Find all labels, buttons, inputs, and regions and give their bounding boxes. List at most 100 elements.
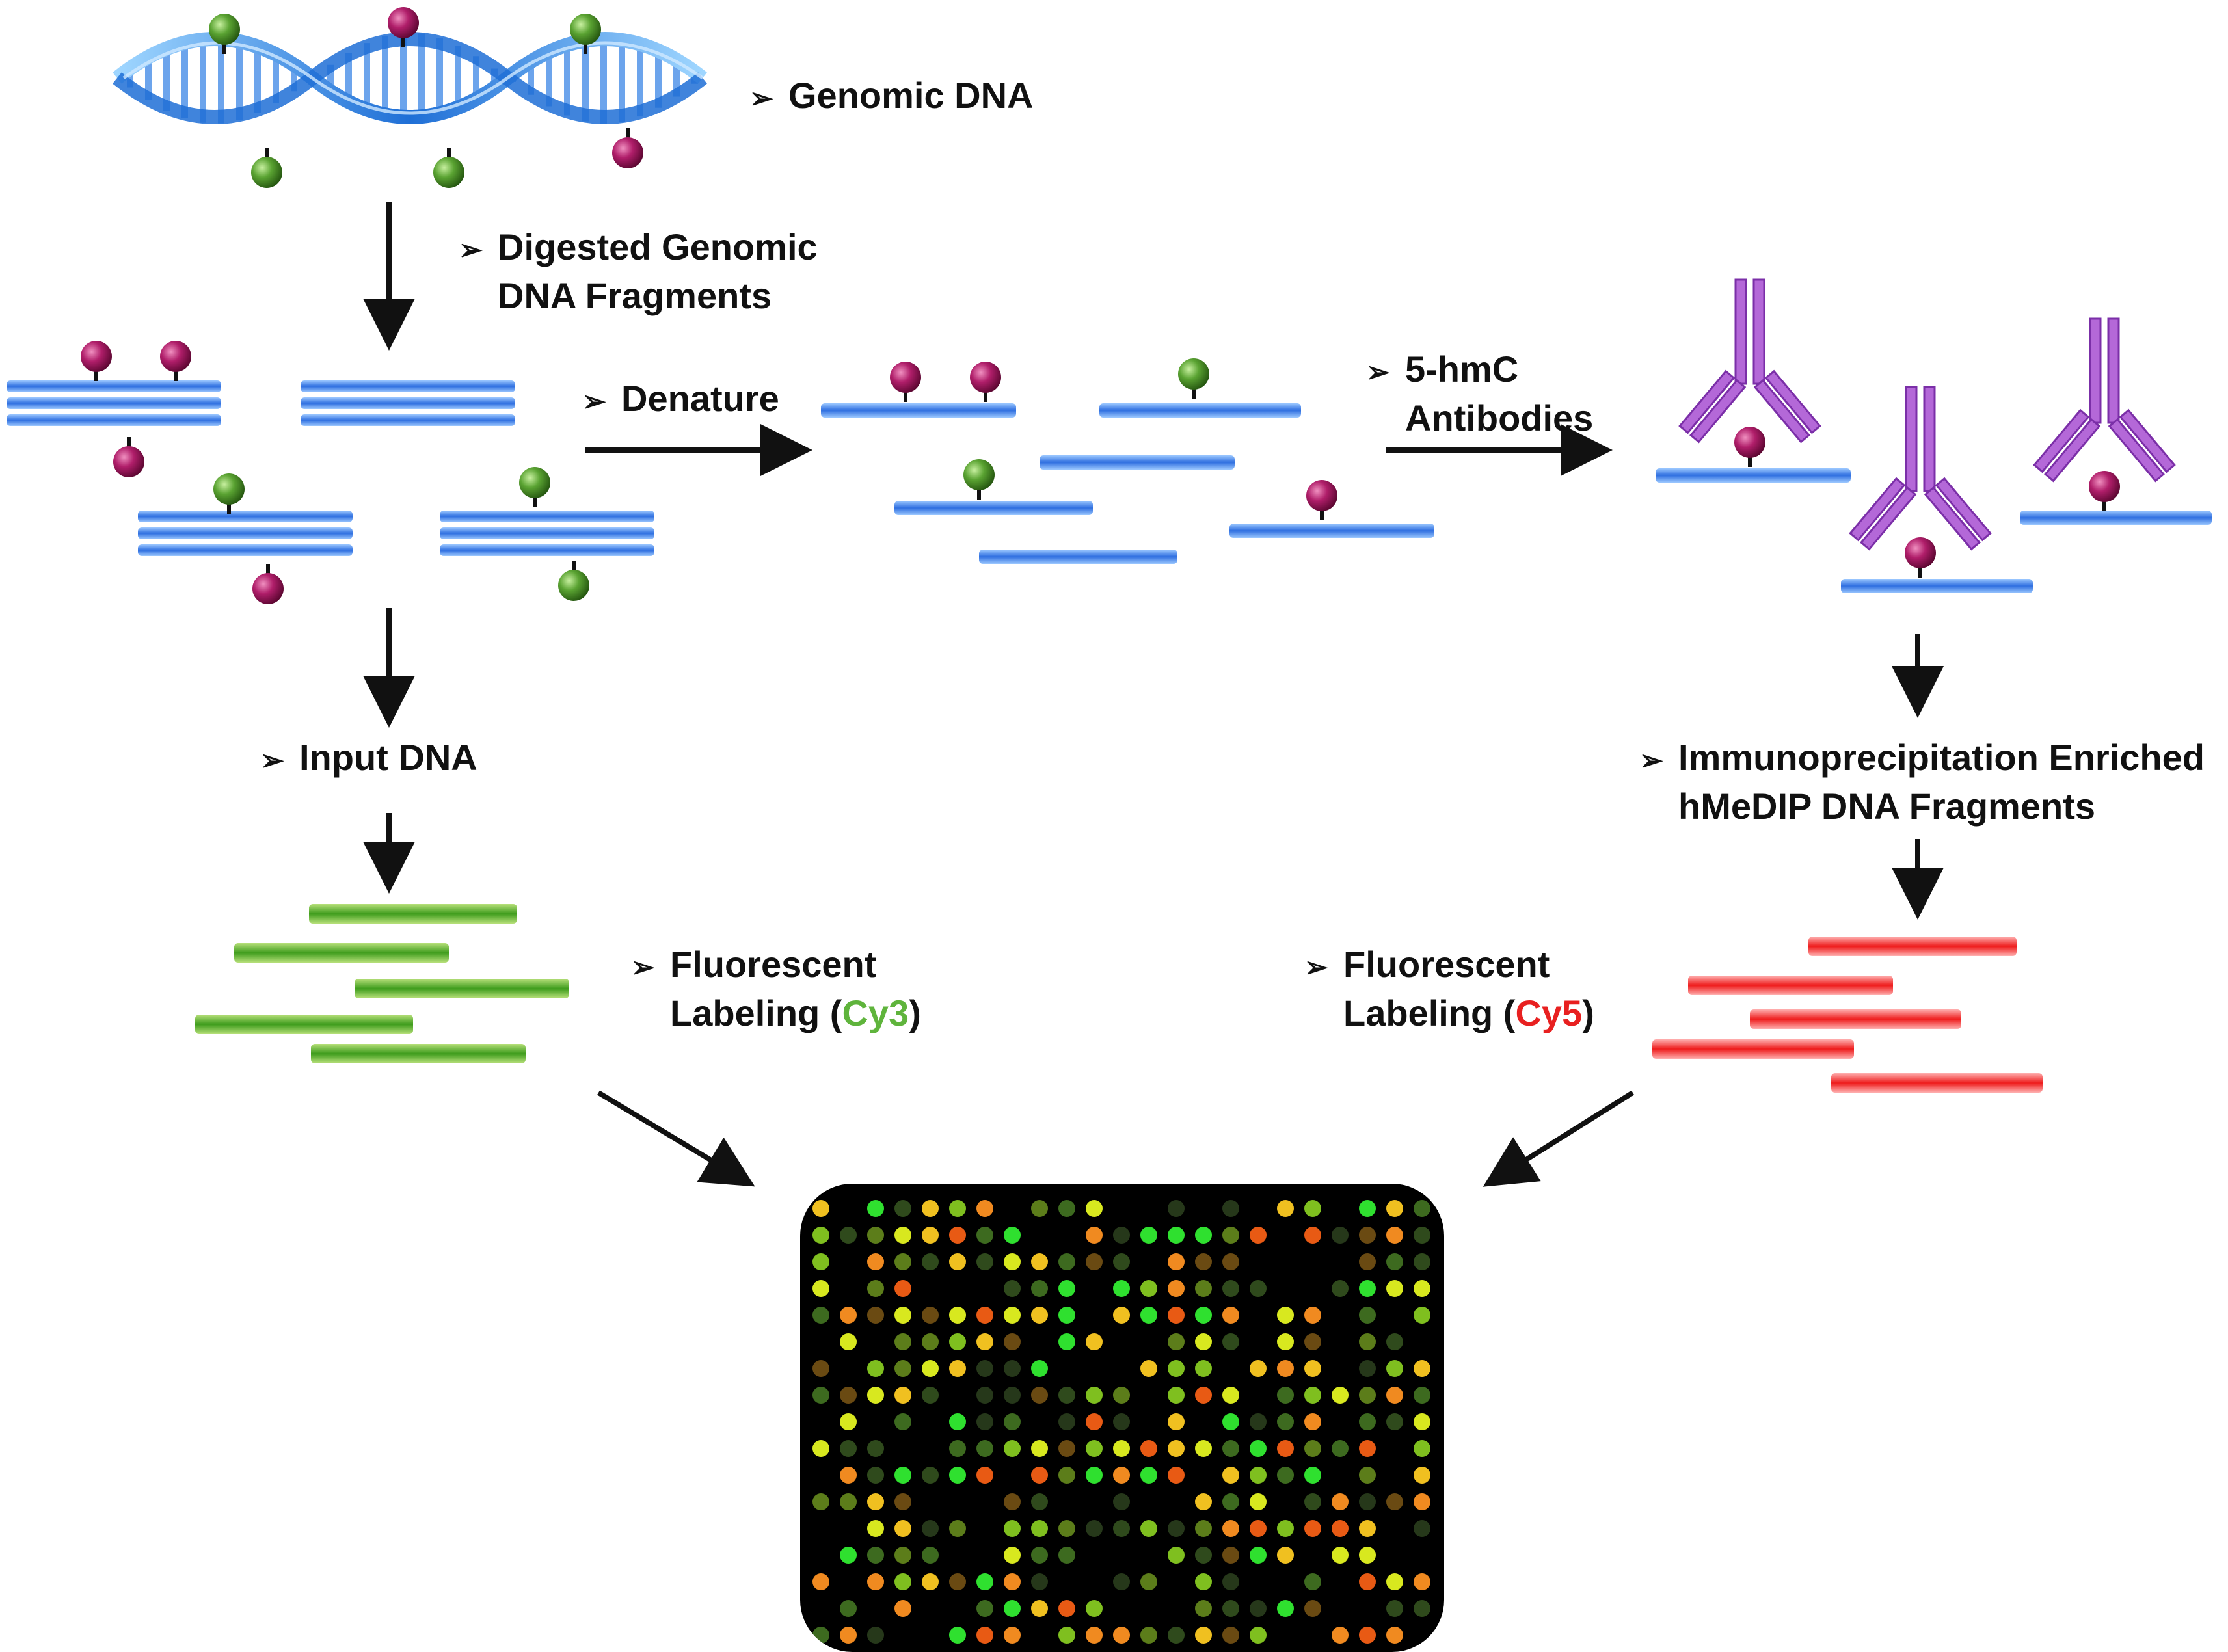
array-spot xyxy=(1168,1227,1185,1244)
array-spot xyxy=(867,1200,884,1217)
array-spot xyxy=(1414,1493,1430,1510)
array-spot xyxy=(1168,1467,1185,1484)
array-spot xyxy=(1140,1627,1157,1644)
bullet-icon: ➢ xyxy=(582,386,606,418)
array-spot xyxy=(1222,1547,1239,1564)
antibody-arm xyxy=(1849,477,1906,542)
array-spot xyxy=(1140,1280,1157,1297)
array-spot xyxy=(949,1573,966,1590)
array-spot xyxy=(1113,1227,1130,1244)
antibody-icon xyxy=(1752,278,1765,385)
strand xyxy=(1808,937,2017,956)
methyl-mark-icon xyxy=(2089,471,2120,502)
methyl-mark-icon xyxy=(570,14,601,45)
array-spot xyxy=(1113,1440,1130,1457)
strand xyxy=(7,380,221,392)
array-spot xyxy=(812,1227,829,1244)
strand xyxy=(1229,524,1434,538)
array-spot xyxy=(1250,1467,1267,1484)
array-spot xyxy=(1031,1547,1048,1564)
array-spot xyxy=(1222,1387,1239,1404)
array-spot xyxy=(1031,1387,1048,1404)
array-spot xyxy=(840,1387,857,1404)
array-spot xyxy=(1140,1520,1157,1537)
strand xyxy=(821,403,1016,418)
bullet-icon: ➢ xyxy=(749,83,773,114)
array-spot xyxy=(1414,1467,1430,1484)
array-spot xyxy=(840,1600,857,1617)
array-spot xyxy=(1414,1413,1430,1430)
array-spot xyxy=(894,1600,911,1617)
array-spot xyxy=(1359,1360,1376,1377)
array-spot xyxy=(1250,1360,1267,1377)
array-spot xyxy=(1304,1333,1321,1350)
array-spot xyxy=(922,1520,939,1537)
array-spot xyxy=(1304,1467,1321,1484)
array-spot xyxy=(1250,1280,1267,1297)
array-spot xyxy=(1332,1387,1349,1404)
array-spot xyxy=(1222,1467,1239,1484)
methyl-mark-icon xyxy=(113,446,144,477)
array-spot xyxy=(949,1253,966,1270)
array-spot xyxy=(894,1467,911,1484)
array-spot xyxy=(1168,1627,1185,1644)
array-spot xyxy=(1004,1227,1021,1244)
array-spot xyxy=(949,1413,966,1430)
array-spot xyxy=(894,1413,911,1430)
array-spot xyxy=(1414,1200,1430,1217)
antibody-icon xyxy=(2089,317,2102,424)
array-spot xyxy=(1250,1413,1267,1430)
array-spot xyxy=(1304,1413,1321,1430)
genomic-dna-label: ➢Genomic DNA xyxy=(749,73,1034,122)
array-spot xyxy=(894,1360,911,1377)
array-spot xyxy=(1222,1227,1239,1244)
array-spot xyxy=(1058,1467,1075,1484)
array-spot xyxy=(1031,1360,1048,1377)
array-spot xyxy=(1113,1467,1130,1484)
array-spot xyxy=(1113,1253,1130,1270)
array-spot xyxy=(867,1627,884,1644)
array-spot xyxy=(1086,1227,1103,1244)
array-spot xyxy=(1195,1520,1212,1537)
array-spot xyxy=(1304,1200,1321,1217)
array-spot xyxy=(894,1573,911,1590)
array-spot xyxy=(1304,1520,1321,1537)
array-spot xyxy=(1359,1573,1376,1590)
array-spot xyxy=(894,1387,911,1404)
array-spot xyxy=(812,1360,829,1377)
array-spot xyxy=(1386,1200,1403,1217)
array-spot xyxy=(922,1200,939,1217)
array-spot xyxy=(949,1200,966,1217)
array-spot xyxy=(1140,1227,1157,1244)
array-spot xyxy=(976,1307,993,1324)
array-spot xyxy=(812,1253,829,1270)
strand xyxy=(440,527,654,539)
array-spot xyxy=(1168,1387,1185,1404)
array-spot xyxy=(840,1440,857,1457)
array-spot xyxy=(1414,1573,1430,1590)
array-spot xyxy=(922,1573,939,1590)
array-spot xyxy=(922,1253,939,1270)
array-spot xyxy=(1277,1413,1294,1430)
array-spot xyxy=(1004,1360,1021,1377)
antibodies-label: ➢5-hmC Antibodies xyxy=(1366,349,1594,438)
strand xyxy=(234,943,449,963)
array-spot xyxy=(1004,1333,1021,1350)
array-spot xyxy=(1058,1387,1075,1404)
antibody-icon xyxy=(1923,386,1936,492)
strand xyxy=(894,501,1093,515)
cy3-labeling-label: ➢Fluorescent Labeling (Cy3) xyxy=(631,944,921,1033)
array-spot xyxy=(867,1440,884,1457)
array-spot xyxy=(1222,1600,1239,1617)
array-spot xyxy=(1277,1387,1294,1404)
methyl-mark-icon xyxy=(209,14,240,45)
array-spot xyxy=(1195,1493,1212,1510)
methyl-mark-icon xyxy=(213,473,245,505)
array-spot xyxy=(1359,1227,1376,1244)
array-spot xyxy=(1386,1360,1403,1377)
array-spot xyxy=(1004,1387,1021,1404)
array-spot xyxy=(1058,1200,1075,1217)
array-spot xyxy=(894,1253,911,1270)
array-spot xyxy=(1004,1600,1021,1617)
